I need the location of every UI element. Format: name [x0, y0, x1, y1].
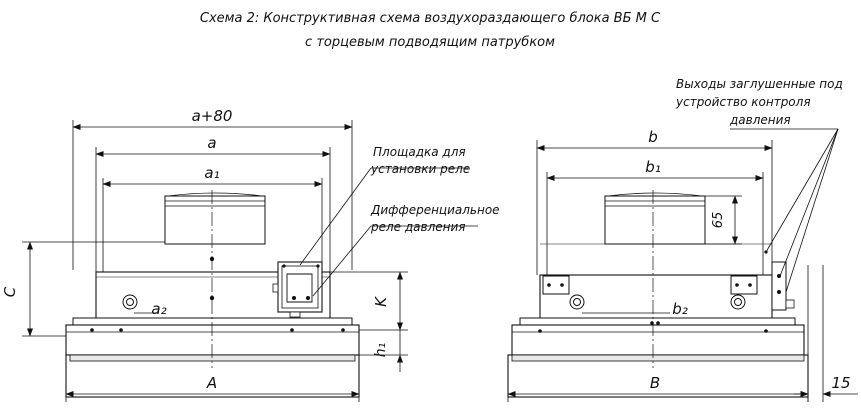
inlet-spigot-side [604, 192, 706, 245]
dim-b-label: b [648, 128, 658, 146]
callout-outputs-leader [785, 128, 839, 293]
diffuser-panel-side [511, 324, 805, 356]
flange-strip [72, 317, 353, 326]
outlet-frame-lip [69, 354, 356, 362]
mounting-bracket-icon [730, 275, 758, 295]
center-mark [656, 321, 660, 325]
inlet-spigot [164, 192, 266, 245]
center-mark [209, 256, 215, 262]
dim-a1-label: a₁ [204, 164, 219, 182]
callout-outputs-text-3: давления [729, 113, 791, 127]
bolt-mark [290, 328, 294, 332]
pressure-outlet-icon [771, 261, 795, 311]
title-line-2: с торцевым подводящим патрубком [305, 35, 555, 50]
dim-C-label: C [1, 286, 19, 297]
callout-outputs-text-1: Выходы заглушенные под [676, 77, 843, 91]
callout-outputs-leader [765, 128, 839, 253]
fixing-screw-icon [122, 294, 138, 310]
callout-platform-text-2: установки реле [370, 162, 470, 176]
fixing-screw-icon [569, 294, 585, 310]
side-view: b b₁ 65 [507, 77, 858, 402]
callout-platform-text-1: Площадка для [373, 145, 466, 159]
outlet-frame-side-lip [511, 354, 805, 362]
fixing-screw-icon [730, 294, 746, 310]
dim-15-label: 15 [831, 374, 850, 392]
dim-K-label: K [372, 296, 390, 307]
dim-h1-label: h₁ [373, 343, 389, 358]
pressure-relay-icon [272, 261, 323, 318]
dim-B-label: B [650, 374, 660, 392]
callout-relay-text-1: Дифференциальное [370, 203, 500, 217]
bolt-mark [119, 328, 123, 332]
dim-A-label: A [206, 374, 217, 392]
callout-outputs-text-2: устройство контроля [675, 95, 811, 109]
title-line-1: Схема 2: Конструктивная схема воздухораз… [200, 11, 661, 26]
mounting-bracket-icon [542, 275, 570, 295]
callout-relay-text-2: реле давления [370, 220, 466, 234]
center-mark [209, 295, 215, 301]
dim-b1-label: b₁ [645, 158, 661, 176]
dim-b2-label: b₂ [672, 300, 688, 318]
callout-relay-leader [312, 225, 372, 297]
bolt-mark [341, 328, 345, 332]
dim-a2-label: a₂ [151, 300, 166, 318]
dim-a-label: a [207, 134, 216, 152]
diffuser-panel [65, 324, 360, 356]
bolt-mark [90, 328, 94, 332]
dim-a80-label: a+80 [192, 107, 233, 125]
callout-outputs-leader [779, 128, 839, 277]
callout-platform-leader [299, 167, 372, 266]
bolt-mark [538, 329, 542, 333]
front-view: a+80 a a₁ [1, 107, 500, 402]
dim-65-label: 65 [711, 212, 726, 229]
bolt-mark [764, 329, 768, 333]
outlet-frame [65, 354, 360, 398]
